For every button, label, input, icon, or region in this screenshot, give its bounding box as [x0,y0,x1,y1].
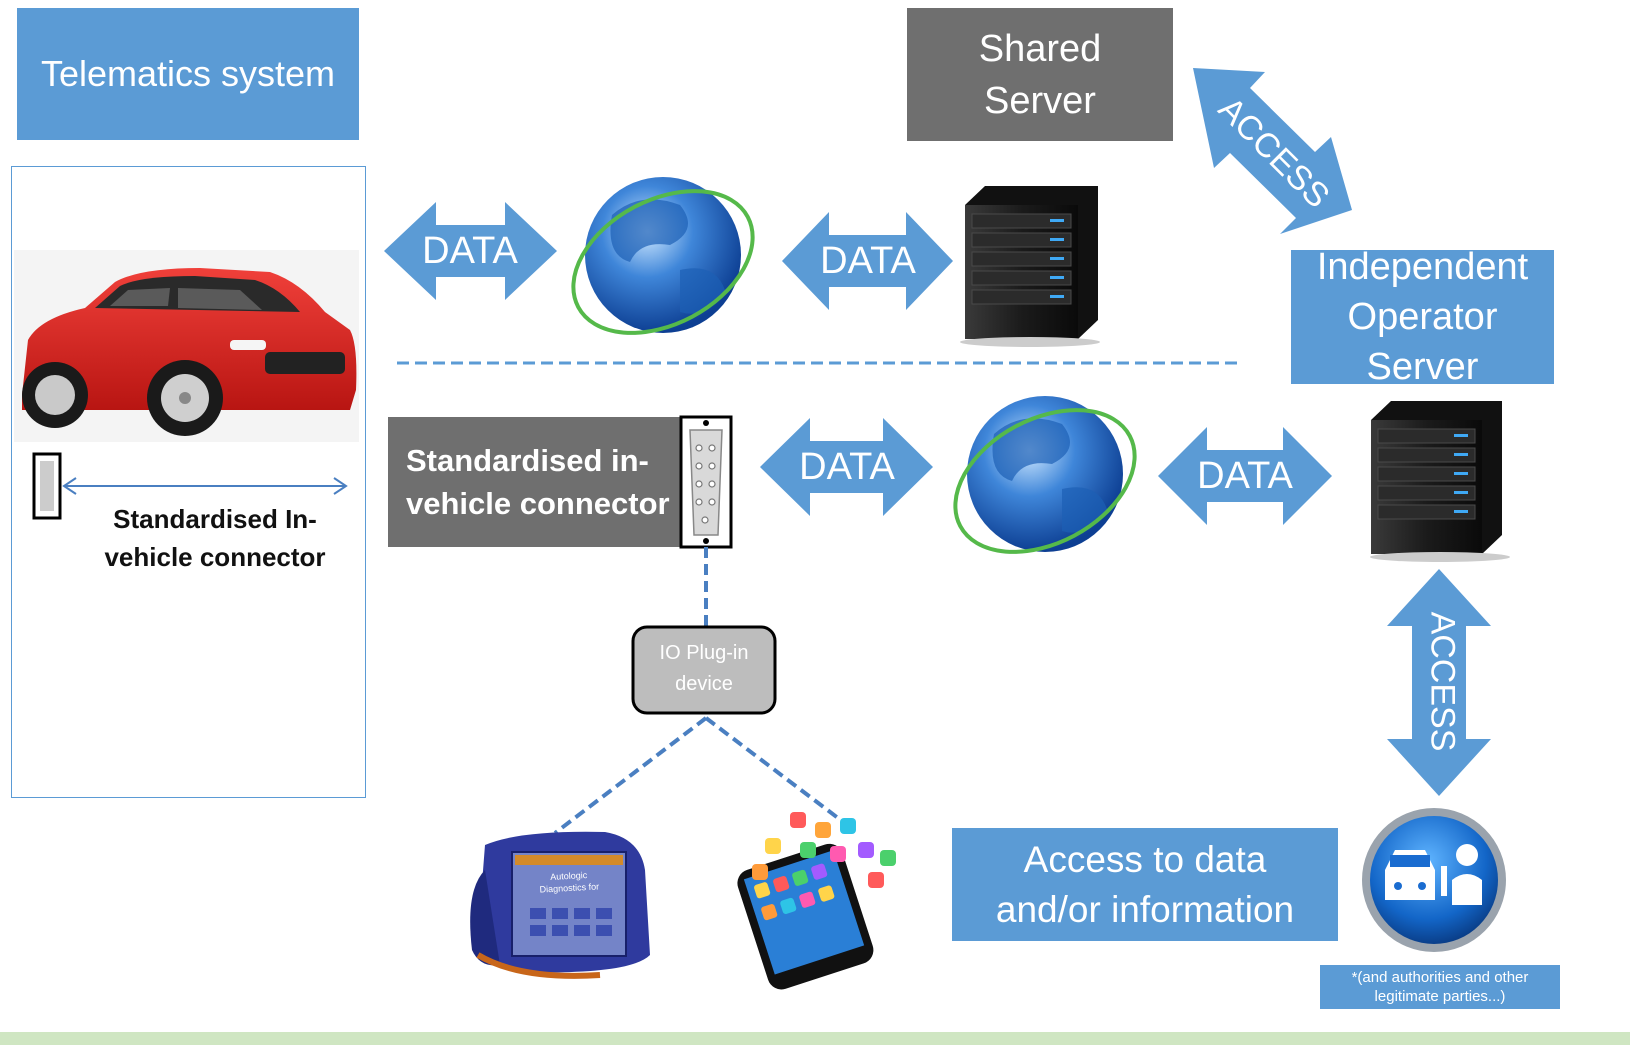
telematics-title-box: Telematics system [17,8,359,140]
data-arrow-1 [384,202,557,300]
data-label-1: DATA [422,230,518,272]
data-arrow-4 [1158,427,1332,525]
data-arrow-2 [782,212,953,310]
access-to-data-box: Access to data and/or information [952,828,1338,941]
mechanic-badge-icon [1362,808,1506,952]
connector-port-icon [679,415,733,549]
io-device-box [631,625,777,715]
access-box-line2: and/or information [995,888,1295,930]
shared-server-line1: Shared [978,27,1102,70]
car-image [14,250,359,442]
globe-icon-top [571,177,755,335]
footnote-box: *(and authorities and other legitimate p… [1320,965,1560,1009]
access-label-vertical: ACCESS [1423,611,1462,752]
data-arrow-3 [760,418,933,516]
data-label-3: DATA [799,446,895,488]
footer-strip [0,1032,1630,1045]
access-arrow-vertical [1387,569,1491,796]
data-label-2: DATA [820,240,916,282]
server-icon-independent [1370,401,1510,562]
connector-box: Standardised in- vehicle connector [388,417,680,547]
shared-server-line2: Server [984,79,1096,122]
small-connector-icon [32,452,62,520]
io-device-line1: IO Plug-in [659,642,749,664]
globe-icon-bottom [953,396,1137,554]
connector-caption-line1: Standardised In- [113,504,317,534]
telematics-title: Telematics system [40,53,336,94]
access-box-line1: Access to data [1023,838,1267,880]
connector-box-line2: vehicle connector [406,486,670,521]
connector-caption-line2: vehicle connector [104,542,326,572]
independent-line1: Independent [1316,246,1529,288]
io-device-line2: device [675,673,733,695]
connector-thin-arrow [62,477,348,495]
connector-caption: Standardised In- vehicle connector [80,500,350,576]
independent-line2: Operator [1347,296,1498,338]
footnote-line1: *(and authorities and other [1351,969,1529,986]
independent-line3: Server [1366,346,1479,388]
vehicle-panel [11,166,366,798]
independent-operator-server-box: Independent Operator Server [1291,246,1554,388]
shared-server-box: Shared Server [907,8,1173,141]
io-links [553,547,840,835]
footnote-line2: legitimate parties...) [1374,988,1506,1005]
server-icon-shared [960,186,1100,347]
diagnostic-tool-icon [470,831,650,979]
smartphone-apps-icon [737,812,896,990]
data-label-4: DATA [1197,455,1293,497]
access-arrow-diagonal [1193,68,1352,234]
connector-box-line1: Standardised in- [406,443,649,478]
io-device-label: IO Plug-in device [633,638,775,700]
